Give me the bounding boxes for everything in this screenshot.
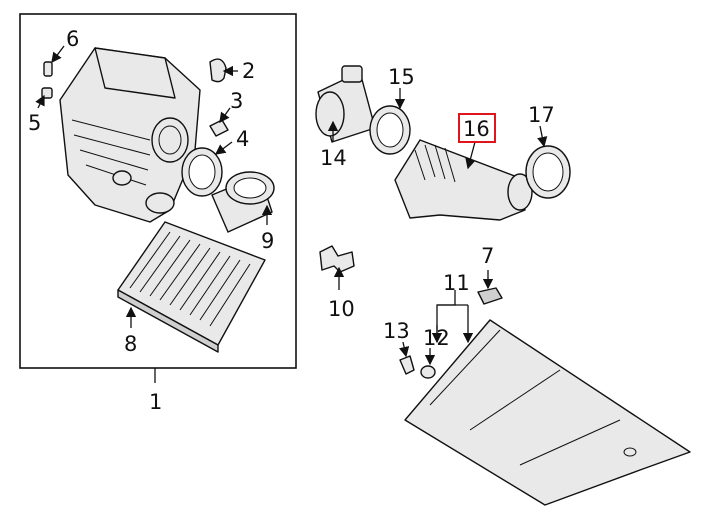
intake-boot-part-9[interactable] — [211, 171, 275, 233]
callout-5: 5 — [28, 111, 41, 135]
callout-10: 10 — [328, 297, 355, 321]
callout-16: 16 — [463, 117, 490, 141]
callout-14: 14 — [320, 146, 347, 170]
grommet-part-12[interactable] — [420, 365, 436, 379]
callout-11: 11 — [443, 271, 470, 295]
air-cleaner-housing[interactable] — [59, 47, 201, 223]
callout-1: 1 — [149, 390, 162, 414]
callout-17: 17 — [528, 103, 555, 127]
callout-6: 6 — [66, 27, 79, 51]
bracket-part-10[interactable] — [319, 245, 355, 273]
clip-part-2[interactable] — [209, 58, 227, 83]
highlight-box-16 — [458, 113, 496, 143]
leader-3 — [219, 107, 231, 124]
leader-17 — [537, 125, 548, 148]
leader-6 — [51, 45, 65, 64]
leader-4 — [214, 141, 233, 155]
intake-duct-part-16[interactable] — [394, 139, 533, 221]
leader-13 — [399, 341, 410, 358]
leader-16 — [465, 141, 476, 170]
callout-13: 13 — [383, 319, 410, 343]
callout-7: 7 — [481, 244, 494, 268]
seal-ring-part-17[interactable] — [525, 145, 571, 199]
engine-cover-part-11[interactable] — [404, 319, 691, 506]
seal-ring-part-4[interactable] — [181, 147, 223, 197]
leader-5 — [35, 94, 45, 109]
callout-2: 2 — [242, 59, 255, 83]
clip-part-7[interactable] — [477, 287, 503, 305]
seal-ring-part-15[interactable] — [369, 105, 411, 155]
callout-4: 4 — [236, 127, 249, 151]
assembly-frame — [19, 13, 297, 369]
push-pin-part-13[interactable] — [399, 355, 415, 375]
air-filter-part-8[interactable] — [117, 221, 266, 353]
callout-8: 8 — [124, 332, 137, 356]
clamp-part-3[interactable] — [209, 119, 229, 137]
callout-15: 15 — [388, 65, 415, 89]
grommet-part-6[interactable] — [43, 61, 53, 77]
callout-9: 9 — [261, 229, 274, 253]
callout-3: 3 — [230, 89, 243, 113]
callout-12: 12 — [423, 326, 450, 350]
mass-airflow-sensor-part-14[interactable] — [315, 65, 376, 143]
